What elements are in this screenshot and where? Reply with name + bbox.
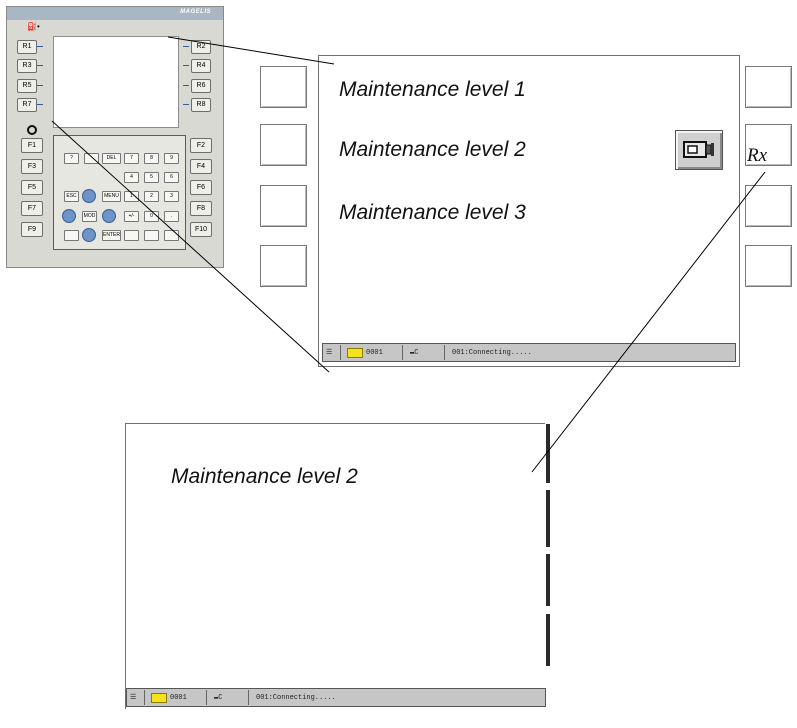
- device-display: [53, 36, 179, 128]
- key-r5[interactable]: R5: [17, 79, 37, 93]
- key-tick: [183, 65, 189, 66]
- camera-icon: [683, 141, 714, 158]
- key-tick: [37, 104, 43, 105]
- status-page: 0001: [167, 690, 207, 705]
- key-tick: [183, 46, 189, 47]
- key-tick: [183, 85, 189, 86]
- key-f1[interactable]: F1: [21, 138, 43, 153]
- key-5[interactable]: 5: [144, 172, 159, 183]
- arrow-right-icon[interactable]: [102, 209, 116, 223]
- key-7[interactable]: 7: [124, 153, 139, 164]
- status-connection: ▬C: [407, 345, 445, 360]
- softkey-edge-4: [546, 614, 550, 666]
- key-f8[interactable]: F8: [190, 201, 212, 216]
- brand-bar: MAGELIS: [7, 7, 223, 20]
- terminal-device: MAGELIS ⛽• R1 R3 R5 R7 R2 R4 R6 R8 F1 F3…: [6, 6, 224, 268]
- status-bar-bottom: ☰ 0001 ▬C 001:Connecting.....: [126, 688, 546, 707]
- menu-item-maintenance-1[interactable]: Maintenance level 1: [339, 78, 526, 101]
- status-page: 0001: [363, 345, 403, 360]
- folder-icon: [347, 348, 363, 358]
- key-f9[interactable]: F9: [21, 222, 43, 237]
- key-blank-lower[interactable]: [164, 230, 179, 241]
- softkey-right-1[interactable]: [745, 66, 792, 108]
- key-mod[interactable]: MOD: [82, 211, 97, 222]
- key-4[interactable]: 4: [124, 172, 139, 183]
- key-f7[interactable]: F7: [21, 201, 43, 216]
- softkey-left-4[interactable]: [260, 245, 307, 287]
- status-led-icon: ⛽•: [27, 22, 40, 31]
- arrow-down-icon[interactable]: [82, 228, 96, 242]
- menu-item-maintenance-3[interactable]: Maintenance level 3: [339, 201, 526, 224]
- rx-label: Rx: [747, 145, 768, 166]
- key-tick: [183, 104, 189, 105]
- key-menu[interactable]: MENU: [102, 191, 121, 202]
- softkey-left-2[interactable]: [260, 124, 307, 166]
- key-r1[interactable]: R1: [17, 40, 37, 54]
- key-tick: [37, 85, 43, 86]
- key-blank[interactable]: [84, 153, 99, 164]
- status-connection-label: C: [218, 694, 223, 702]
- screen-title: Maintenance level 2: [171, 465, 358, 488]
- softkey-edge-1: [546, 424, 550, 483]
- key-f2[interactable]: F2: [190, 138, 212, 153]
- softkey-edge-2: [546, 490, 550, 547]
- menu-item-maintenance-2[interactable]: Maintenance level 2: [339, 138, 526, 161]
- key-f5[interactable]: F5: [21, 180, 43, 195]
- key-0[interactable]: 0: [144, 211, 159, 222]
- camera-button[interactable]: [675, 130, 723, 170]
- key-r8[interactable]: R8: [191, 98, 211, 112]
- key-f4[interactable]: F4: [190, 159, 212, 174]
- key-esc[interactable]: ESC: [64, 191, 79, 202]
- status-bar-top: ☰ 0001 ▬C 001:Connecting.....: [322, 343, 736, 362]
- status-message: 001:Connecting.....: [452, 349, 532, 357]
- status-connection-label: C: [414, 349, 419, 357]
- arrow-left-icon[interactable]: [62, 209, 76, 223]
- key-f6[interactable]: F6: [190, 180, 212, 195]
- softkey-right-2[interactable]: [745, 124, 792, 166]
- brand-logo: MAGELIS: [180, 9, 211, 15]
- key-r7[interactable]: R7: [17, 98, 37, 112]
- key-dot[interactable]: .: [164, 211, 179, 222]
- softkey-right-3[interactable]: [745, 185, 792, 227]
- key-6[interactable]: 6: [164, 172, 179, 183]
- key-del[interactable]: DEL: [102, 153, 121, 164]
- softkey-edge-3: [546, 554, 550, 606]
- arrow-up-icon[interactable]: [82, 189, 96, 203]
- key-8[interactable]: 8: [144, 153, 159, 164]
- key-r2[interactable]: R2: [191, 40, 211, 54]
- key-plus-minus[interactable]: +/-: [124, 211, 139, 222]
- softkey-right-4[interactable]: [745, 245, 792, 287]
- home-icon[interactable]: [27, 125, 37, 135]
- key-tick: [37, 65, 43, 66]
- key-tick: [37, 46, 43, 47]
- key-3[interactable]: 3: [164, 191, 179, 202]
- key-blank-lower[interactable]: [144, 230, 159, 241]
- folder-icon: [151, 693, 167, 703]
- key-r4[interactable]: R4: [191, 59, 211, 73]
- zoomed-screen-bottom: Maintenance level 2 ☰ 0001 ▬C 001:Connec…: [125, 423, 546, 709]
- status-connection: ▬C: [211, 690, 249, 705]
- key-2[interactable]: 2: [144, 191, 159, 202]
- key-r6[interactable]: R6: [191, 79, 211, 93]
- key-r3[interactable]: R3: [17, 59, 37, 73]
- key-question[interactable]: ?: [64, 153, 79, 164]
- zoomed-screen-top: Maintenance level 1 Maintenance level 2 …: [318, 55, 740, 367]
- key-1[interactable]: 1: [124, 191, 139, 202]
- key-9[interactable]: 9: [164, 153, 179, 164]
- keypad: ? DEL 7 8 9 4 5 6 ESC MENU 1 2 3 MOD +/-…: [53, 135, 186, 250]
- key-enter[interactable]: ENTER: [102, 230, 121, 241]
- status-menu-icon: ☰: [127, 690, 145, 705]
- status-message: 001:Connecting.....: [256, 694, 336, 702]
- softkey-left-3[interactable]: [260, 185, 307, 227]
- key-blank-lower[interactable]: [64, 230, 79, 241]
- status-menu-icon: ☰: [323, 345, 341, 360]
- key-f3[interactable]: F3: [21, 159, 43, 174]
- key-f10[interactable]: F10: [190, 222, 212, 237]
- softkey-left-1[interactable]: [260, 66, 307, 108]
- key-blank-lower[interactable]: [124, 230, 139, 241]
